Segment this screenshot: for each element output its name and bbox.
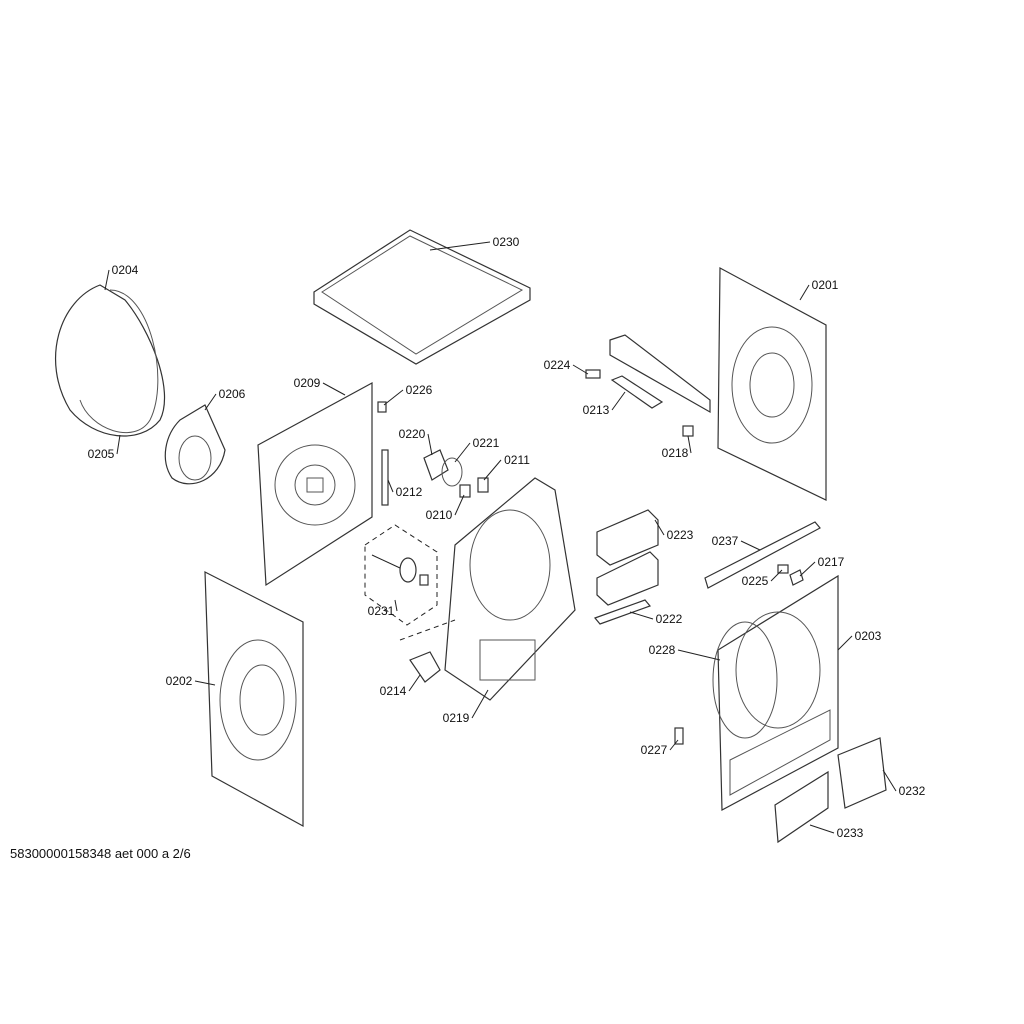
leader-line xyxy=(799,284,810,301)
part-flap xyxy=(774,770,829,844)
part-clip xyxy=(377,401,387,413)
part-number-label[interactable]: 0201 xyxy=(812,278,839,292)
part-number-label[interactable]: 0213 xyxy=(583,403,610,417)
document-id: 58300000158348 aet 000 a 2/6 xyxy=(10,846,191,861)
part-number-label[interactable]: 0210 xyxy=(426,508,453,522)
part-number-label[interactable]: 0221 xyxy=(473,436,500,450)
part-fan-housing xyxy=(164,404,226,485)
leader-line xyxy=(387,479,394,493)
leader-line xyxy=(116,434,121,455)
part-number-label[interactable]: 0227 xyxy=(641,743,668,757)
part-number-label[interactable]: 0211 xyxy=(504,453,530,467)
part-connector xyxy=(459,484,471,498)
leader-line xyxy=(611,391,626,411)
part-fluff-filter xyxy=(593,509,659,625)
part-number-label[interactable]: 0217 xyxy=(818,555,845,569)
leader-line xyxy=(454,442,471,463)
part-number-label[interactable]: 0228 xyxy=(649,643,676,657)
part-number-label[interactable]: 0220 xyxy=(399,427,426,441)
part-number-label[interactable]: 0223 xyxy=(667,528,694,542)
part-top-cover xyxy=(313,229,531,365)
part-control-bracket xyxy=(585,334,711,437)
leader-line xyxy=(104,269,110,291)
leader-line xyxy=(770,569,783,582)
leader-line xyxy=(654,519,665,536)
leader-line xyxy=(687,435,692,454)
part-number-label[interactable]: 0225 xyxy=(742,574,769,588)
part-number-label[interactable]: 0212 xyxy=(396,485,423,499)
part-sensor-plate xyxy=(674,727,684,745)
part-number-label[interactable]: 0202 xyxy=(166,674,193,688)
part-strip xyxy=(381,449,389,506)
part-door-frame xyxy=(55,284,165,437)
leader-line xyxy=(629,611,654,620)
part-number-label[interactable]: 0230 xyxy=(493,235,520,249)
part-cover-plate xyxy=(423,449,449,481)
leader-line xyxy=(740,540,761,551)
part-number-label[interactable]: 0204 xyxy=(112,263,139,277)
part-front-panel xyxy=(717,574,839,811)
leader-line xyxy=(408,674,421,692)
leader-line xyxy=(427,433,433,456)
leader-line xyxy=(572,364,589,375)
part-number-label[interactable]: 0233 xyxy=(837,826,864,840)
leader-line xyxy=(194,680,216,686)
part-number-label[interactable]: 0218 xyxy=(662,446,689,460)
part-number-label[interactable]: 0232 xyxy=(899,784,926,798)
part-latch xyxy=(789,569,804,586)
part-seal-ring xyxy=(441,457,463,487)
leader-line xyxy=(669,739,679,751)
part-wheel-kit xyxy=(364,524,438,626)
leader-line xyxy=(882,769,897,792)
leader-line xyxy=(454,494,465,516)
leader-line xyxy=(394,599,398,612)
leader-line xyxy=(322,382,346,396)
part-grille xyxy=(837,737,887,809)
part-number-label[interactable]: 0214 xyxy=(380,684,407,698)
part-clip-small xyxy=(777,564,789,574)
part-sensor xyxy=(477,477,489,493)
leader-line xyxy=(837,635,853,651)
part-front-frame xyxy=(444,477,576,701)
part-hinge xyxy=(409,651,441,683)
part-number-label[interactable]: 0237 xyxy=(712,534,739,548)
leader-line xyxy=(677,649,721,661)
part-number-label[interactable]: 0205 xyxy=(88,447,115,461)
leader-line xyxy=(483,459,502,481)
part-front-rail xyxy=(704,521,821,589)
part-number-label[interactable]: 0219 xyxy=(443,711,470,725)
leader-line xyxy=(809,824,835,834)
leader-line xyxy=(429,241,491,251)
part-rear-panel xyxy=(257,381,373,587)
part-number-label[interactable]: 0206 xyxy=(219,387,246,401)
part-side-panel-right xyxy=(717,267,827,501)
part-number-label[interactable]: 0203 xyxy=(855,629,882,643)
part-number-label[interactable]: 0226 xyxy=(406,383,433,397)
part-side-panel-left xyxy=(204,571,304,828)
part-door-seal xyxy=(712,621,778,739)
part-number-label[interactable]: 0222 xyxy=(656,612,683,626)
part-number-label[interactable]: 0209 xyxy=(294,376,321,390)
leader-line xyxy=(383,389,404,406)
part-number-label[interactable]: 0224 xyxy=(544,358,571,372)
leader-line xyxy=(471,689,489,719)
part-number-label[interactable]: 0231 xyxy=(368,604,395,618)
leader-line xyxy=(799,561,816,577)
leader-line xyxy=(204,393,217,411)
